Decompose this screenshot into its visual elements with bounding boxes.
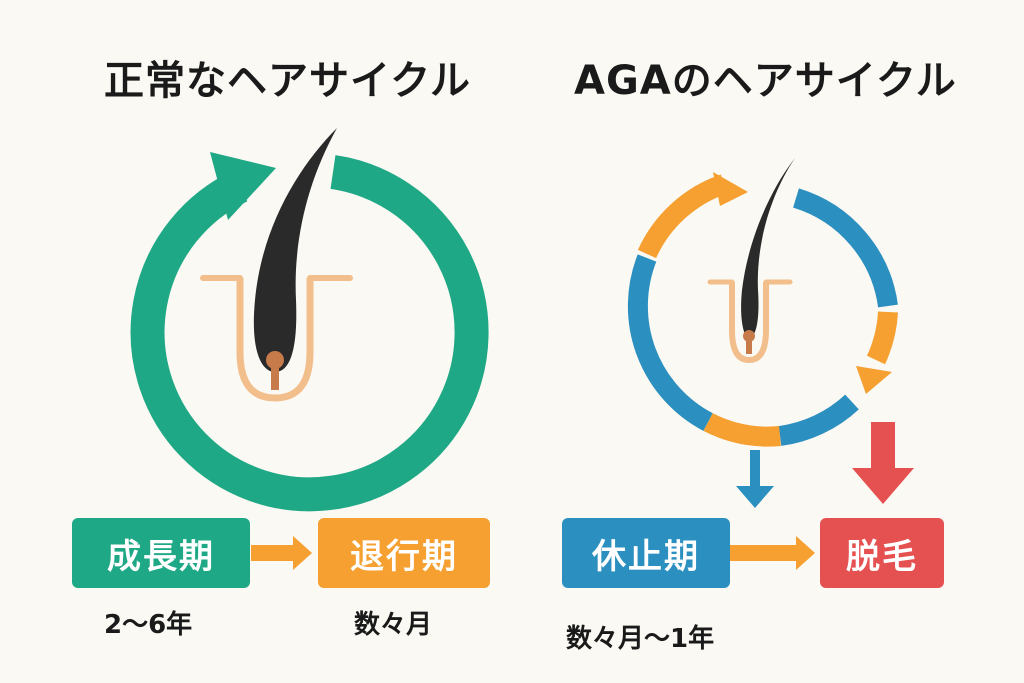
growth-phase-duration: 2〜6年 <box>104 610 193 640</box>
aga-hair-follicle-icon <box>707 158 795 364</box>
regression-phase-duration: 数々月 <box>354 610 433 640</box>
normal-hair-follicle-icon <box>200 128 353 402</box>
normal-cycle-arrow-icon <box>130 152 489 512</box>
aga-right-arrow-icon <box>730 536 815 570</box>
normal-right-arrow-icon <box>251 536 312 570</box>
hair-loss-box: 脱毛 <box>820 518 944 588</box>
resting-phase-duration: 数々月〜1年 <box>566 624 715 654</box>
regression-phase-box: 退行期 <box>318 518 490 588</box>
growth-phase-box: 成長期 <box>72 518 250 588</box>
blue-down-arrow-icon <box>736 450 774 508</box>
red-down-arrow-icon <box>852 422 914 504</box>
resting-phase-box: 休止期 <box>562 518 730 588</box>
aga-cycle-title: AGAのヘアサイクル <box>574 58 957 104</box>
normal-cycle-title: 正常なヘアサイクル <box>104 58 471 104</box>
aga-cycle-arrow-icon <box>627 172 898 447</box>
